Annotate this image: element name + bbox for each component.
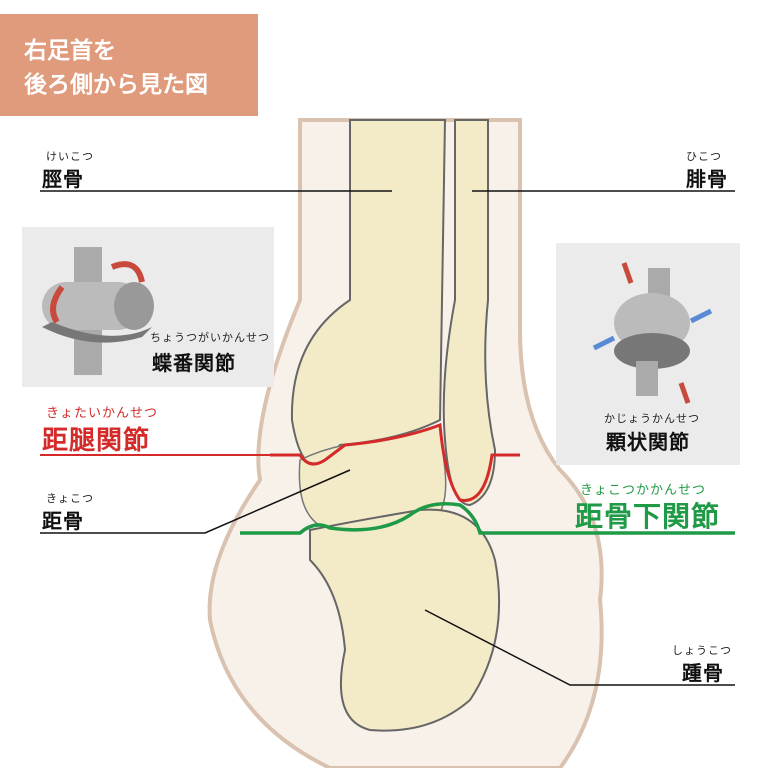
subtalar-ruby: きょこつかかんせつ	[580, 483, 707, 498]
talus-label: 距骨	[42, 509, 84, 533]
fibula-label: 腓骨	[686, 167, 728, 191]
tibia-ruby: けいこつ	[46, 150, 94, 163]
hinge-joint-label: 蝶番関節	[152, 351, 236, 375]
talocrural-joint-line	[270, 422, 520, 502]
subtalar-joint-line	[240, 502, 735, 535]
condylar-joint-icon	[592, 262, 713, 404]
calcaneus-ruby: しょうこつ	[672, 644, 732, 657]
subtalar-label: 距骨下関節	[575, 500, 721, 533]
tibia-bone	[290, 119, 447, 467]
title-box: 右足首を 後ろ側から見た図	[0, 14, 258, 116]
hinge-joint-ruby: ちょうつがいかんせつ	[150, 331, 270, 344]
fibula-ruby: ひこつ	[686, 150, 722, 163]
fibula-bone	[442, 119, 497, 507]
tibia-label: 脛骨	[42, 167, 84, 191]
talocrural-label: 距腿関節	[42, 426, 151, 456]
title-line-2: 後ろ側から見た図	[24, 72, 208, 98]
title-line-1: 右足首を	[24, 38, 116, 64]
hinge-joint-icon	[42, 247, 154, 375]
condylar-joint-label: 顆状関節	[606, 430, 690, 454]
talocrural-ruby: きょたいかんせつ	[46, 406, 159, 421]
talus-ruby: きょこつ	[46, 492, 94, 505]
condylar-joint-panel: かじょうかんせつ 顆状関節	[556, 243, 740, 465]
calcaneus-label: 踵骨	[682, 661, 724, 685]
condylar-joint-ruby: かじょうかんせつ	[604, 412, 700, 425]
hinge-joint-panel: ちょうつがいかんせつ 蝶番関節	[22, 227, 274, 387]
